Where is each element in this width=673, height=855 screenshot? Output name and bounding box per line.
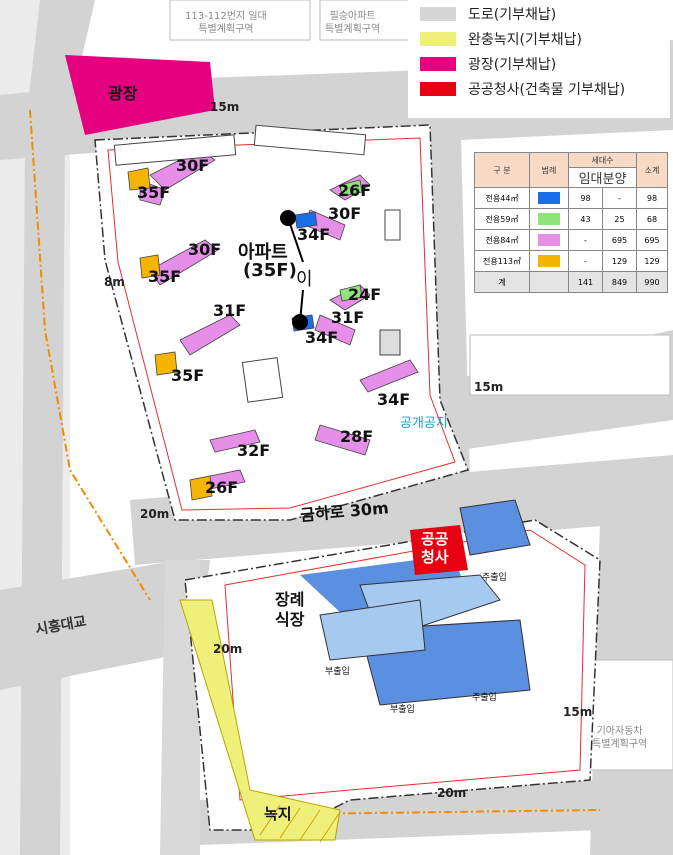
table-header-category: 구 분 [474,152,530,188]
table-cell-a: - [568,250,603,272]
area-label-bottom-right: 기아자동차 특별계획구역 [592,726,648,750]
legend-swatch-113 [538,255,560,267]
road-width-mid: 20m [213,642,243,656]
table-row: 전용59㎡ 43 25 68 [474,208,668,230]
area-label-top-left: 113-112번지 일대 특별계획구역 [185,11,267,35]
table-cell-legend [529,229,569,251]
table-cell-type: 전용59㎡ [474,208,530,230]
table-cell-total: 129 [636,250,668,272]
table-row-total: 계 141 849 990 [474,271,668,293]
table-row: 전용113㎡ - 129 129 [474,250,668,272]
table-cell-total: 695 [636,229,668,251]
table-header-subtotal: 소계 [636,152,668,188]
road-width-bottom-right: 15m [563,705,593,719]
floor-label: 31F [331,308,365,327]
public-office-label: 공공 청사 [421,530,449,566]
floor-label: 34F [377,390,411,409]
floor-label: 30F [188,240,222,259]
table-cell-legend [529,271,569,293]
table-header-legend: 범례 [529,152,569,188]
table-cell-total: 98 [636,187,668,209]
legend-item-plaza: 광장(기부채납) [420,53,556,75]
table-header-presale: 임대분양 [568,167,637,188]
apartment-label: 아파트 [238,242,288,263]
legend-swatch-44 [538,192,560,204]
floor-label: 31F [213,301,247,320]
table-cell-b: 25 [602,208,637,230]
floor-label: 32F [237,441,271,460]
road-width-left-lower: 20m [140,507,170,521]
road-width-west: 8m [104,275,125,289]
map-legend: 도로(기부채납) 완충녹지(기부채납) 광장(기부채납) 공공청사(건축물 기부… [408,0,670,118]
plaza-label: 광장 [108,84,138,103]
green-buffer [179,599,341,841]
pointer-dot-lower [292,314,308,330]
legend-item-road: 도로(기부채납) [420,3,556,25]
green-label: 녹지 [264,805,292,823]
legend-label-public-office: 공공청사(건축물 기부채납) [468,82,626,98]
floor-label: 34F [297,225,331,244]
entrance-label-3: 주출입 [472,693,497,703]
pointer-mark: 이 [296,269,313,290]
floor-label: 35F [148,267,182,286]
table-cell-b: 129 [602,250,637,272]
legend-swatch-road [420,7,456,21]
floor-label: 34F [305,328,339,347]
table-cell-a: 43 [568,208,603,230]
table-cell-type: 전용44㎡ [474,187,530,209]
legend-item-public-office: 공공청사(건축물 기부채납) [420,78,625,100]
table-cell-a: 141 [568,271,603,293]
area-label-top-right: 필승아파트 특별계획구역 [325,11,381,35]
legend-item-buffer-green: 완충녹지(기부채납) [420,28,582,50]
table-cell-type: 전용84㎡ [474,229,530,251]
table-header-households: 세대수 [568,152,637,168]
floor-label: 35F [137,183,171,202]
table-cell-type: 계 [474,271,530,293]
floor-label: 26F [338,181,372,200]
funeral-hall-label: 장례 식장 [275,590,305,630]
plaza-area [65,55,215,135]
table-row: 전용44㎡ 98 - 98 [474,187,668,209]
household-table: 구 분 범례 세대수 소계 임대분양 전용44㎡ 98 - 98 전용59㎡ 4… [474,152,668,293]
table-cell-a: - [568,229,603,251]
floor-label: 30F [328,204,362,223]
table-cell-legend [529,250,569,272]
table-cell-legend [529,187,569,209]
table-cell-legend [529,208,569,230]
legend-swatch-84 [538,234,560,246]
table-cell-type: 전용113㎡ [474,250,530,272]
apartment-floors-label: (35F) [243,260,297,281]
road-width-bottom: 20m [437,786,467,800]
entrance-label-2: 부출입 [325,667,350,677]
table-cell-a: 98 [568,187,603,209]
open-space-label: 공개공지 [400,416,448,431]
legend-swatch-buffer-green [420,32,456,46]
floor-label: 24F [348,285,382,304]
legend-swatch-plaza [420,57,456,71]
table-cell-b: 695 [602,229,637,251]
legend-label-buffer-green: 완충녹지(기부채납) [468,32,582,48]
road-width-top: 15m [210,100,240,114]
table-row: 전용84㎡ - 695 695 [474,229,668,251]
table-cell-total: 990 [636,271,668,293]
entrance-label-4: 부출입 [390,705,415,715]
apartment-site [94,124,470,521]
legend-label-plaza: 광장(기부채납) [468,57,557,73]
legend-swatch-59 [538,213,560,225]
floor-label: 35F [171,366,205,385]
legend-swatch-public-office [420,82,456,96]
pointer-dot-upper [280,210,296,226]
legend-label-road: 도로(기부채납) [468,7,557,23]
floor-label: 28F [340,427,374,446]
road-width-right: 15m [474,380,504,394]
table-cell-b: 849 [602,271,637,293]
floor-label: 26F [205,478,239,497]
table-cell-b: - [602,187,637,209]
public-office-area [410,525,468,575]
floor-label: 30F [176,156,210,175]
table-cell-total: 68 [636,208,668,230]
entrance-label-1: 주출입 [482,573,507,583]
